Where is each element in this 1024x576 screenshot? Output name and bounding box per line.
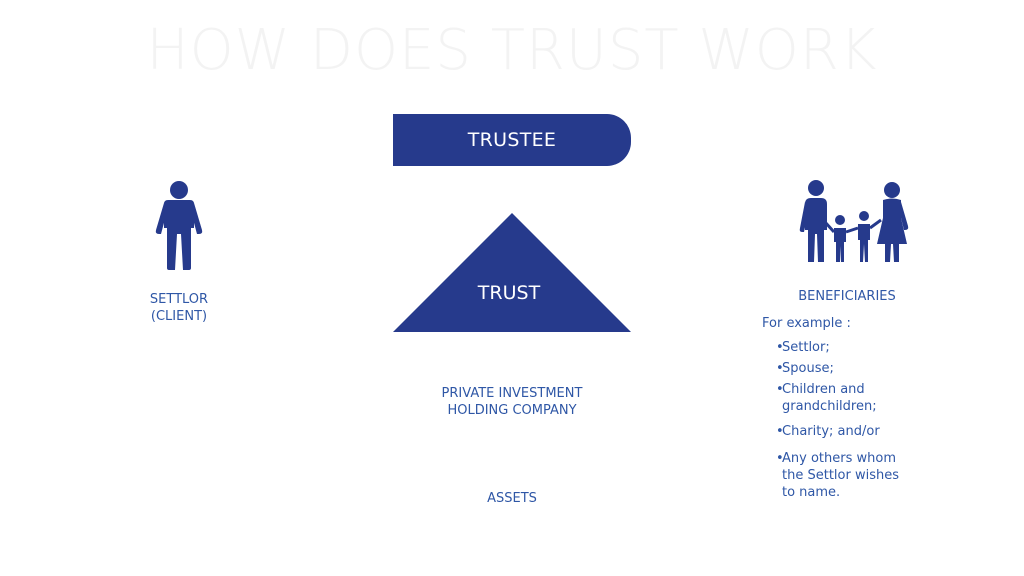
company-label-line2: HOLDING COMPANY xyxy=(447,403,577,418)
list-item-text: Charity; and/or xyxy=(782,424,880,439)
person-icon xyxy=(155,181,203,270)
beneficiaries-list: •Settlor; •Spouse; •Children and grandch… xyxy=(776,339,946,501)
bullet-glyph: • xyxy=(776,451,784,466)
beneficiaries-label: BENEFICIARIES xyxy=(798,289,896,304)
trustee-label: TRUSTEE xyxy=(467,129,557,151)
list-item: •Any others whom the Settlor wishes to n… xyxy=(776,450,946,501)
list-item-text: Settlor; xyxy=(782,340,830,355)
list-item: •Spouse; xyxy=(776,360,946,377)
list-item-text: Children and grandchildren; xyxy=(782,382,877,414)
settlor-label-line1: SETTLOR xyxy=(149,292,209,307)
trust-triangle xyxy=(393,213,631,332)
list-item-text: Any others whom the Settlor wishes to na… xyxy=(782,451,899,500)
settlor-label-line2: (CLIENT) xyxy=(150,309,208,324)
trust-label: TRUST xyxy=(477,282,541,304)
family-icon xyxy=(799,180,909,262)
bullet-glyph: • xyxy=(776,361,784,376)
settlor-label: SETTLOR (CLIENT) xyxy=(140,291,218,325)
page-title: HOW DOES TRUST WORK xyxy=(146,18,878,83)
list-item: •Children and grandchildren; xyxy=(776,381,946,415)
assets-label: ASSETS xyxy=(487,491,537,506)
bullet-glyph: • xyxy=(776,340,784,355)
company-label-line1: PRIVATE INVESTMENT xyxy=(441,386,583,401)
bullet-glyph: • xyxy=(776,382,784,397)
bullet-glyph: • xyxy=(776,424,784,439)
list-item: •Charity; and/or xyxy=(776,423,946,440)
list-item-text: Spouse; xyxy=(782,361,834,376)
list-item: •Settlor; xyxy=(776,339,946,356)
beneficiaries-intro: For example : xyxy=(762,316,851,331)
trustee-box: TRUSTEE xyxy=(393,114,631,166)
company-label: PRIVATE INVESTMENT HOLDING COMPANY xyxy=(412,385,612,419)
